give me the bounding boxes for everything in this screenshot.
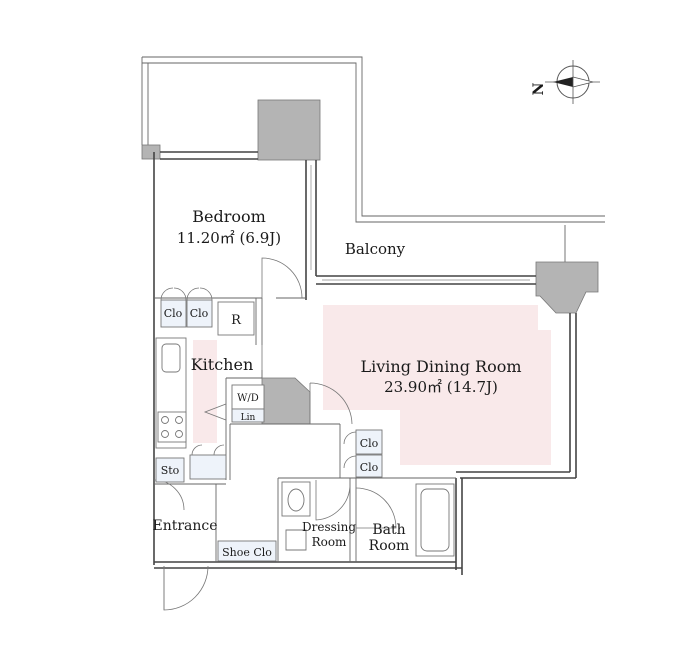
compass-north-label: N [531,82,547,95]
closet-label: Clo [164,307,183,320]
bedroom-closets [160,287,213,328]
linen-closet [231,408,265,423]
shoe-closet [217,540,277,562]
compass-icon [545,60,600,104]
living-room-highlight [323,305,551,465]
column-left [141,144,161,160]
bath-name-1: Bath [372,522,405,538]
sto-label: Sto [161,464,180,477]
basin [287,488,305,512]
closet-label: Clo [360,461,379,474]
washer-dryer [231,384,265,410]
storage-sto [155,457,185,483]
column-right [535,261,599,314]
living-closet-2 [355,454,383,478]
living-closet-1 [355,429,383,455]
refrigerator-label: R [231,313,242,328]
washer-label: W/D [237,393,259,404]
living-name: Living Dining Room [360,357,521,376]
closet-label: Clo [190,307,209,320]
shoe-closet-label: Shoe Clo [222,546,272,559]
balcony-name: Balcony [345,240,406,258]
living-area: 23.90㎡ (14.7J) [384,378,498,396]
dressing-name-2: Room [312,535,347,549]
doors [153,257,397,611]
bedroom-area: 11.20㎡ (6.9J) [177,229,281,247]
closet-label: Clo [360,437,379,450]
stove [157,411,187,443]
bathtub-inner [420,488,450,552]
balcony-railing [141,56,605,223]
exterior-walls [153,151,577,575]
bath-name-2: Room [369,538,410,554]
kitchen-name: Kitchen [191,355,254,374]
interior-walls [154,297,456,562]
dressing-name-1: Dressing [302,520,356,534]
kitchen-highlight [193,340,217,443]
refrigerator [217,301,255,336]
hall-closet [189,454,227,480]
sink [161,343,181,373]
linen-label: Lin [241,413,256,423]
toilet [285,529,307,551]
column-top [257,99,321,161]
entrance-name: Entrance [152,518,217,534]
bedroom-name: Bedroom [192,207,266,226]
